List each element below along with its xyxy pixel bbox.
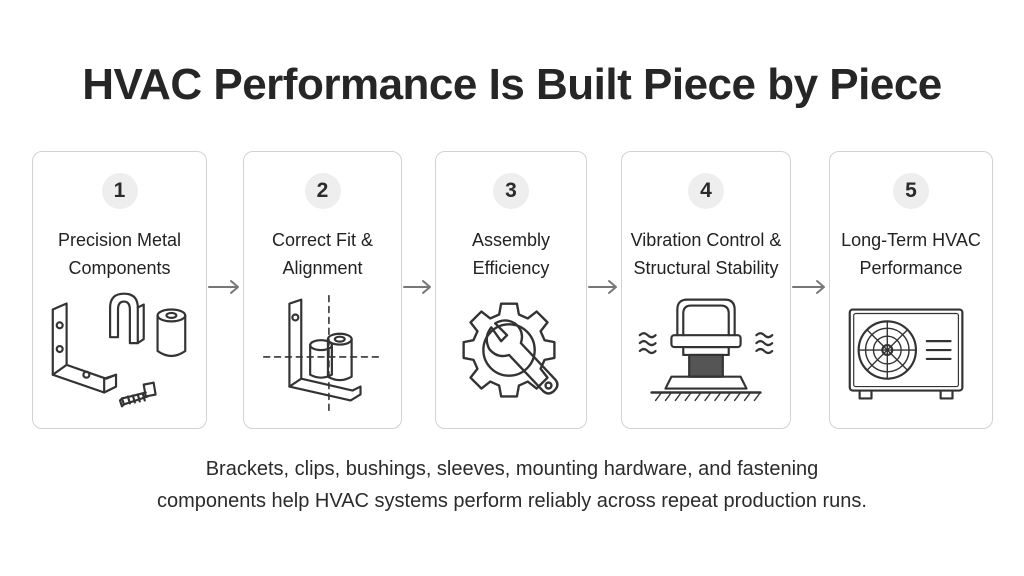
metal-parts-icon <box>51 292 187 408</box>
alignment-icon <box>262 294 384 412</box>
step-card-2: 2 Correct Fit & Alignment <box>243 151 402 429</box>
step-number-badge: 5 <box>893 173 929 209</box>
step-card-3: 3 Assembly Efficiency <box>435 151 587 429</box>
step-label-line-1: Vibration Control & <box>630 230 782 250</box>
arrow-right-icon <box>588 280 617 294</box>
step-label-line-2: Alignment <box>282 258 363 278</box>
step-label-line-2: Efficiency <box>472 258 550 278</box>
caption-line-2: components help HVAC systems perform rel… <box>157 490 867 512</box>
arrow-right-icon <box>208 280 239 294</box>
step-label: Assembly Efficiency <box>436 226 586 282</box>
step-number-badge: 1 <box>101 173 138 209</box>
step-card-1: 1 Precision Metal Components <box>32 151 207 429</box>
step-card-5: 5 Long-Term HVAC Performance <box>829 151 993 429</box>
hvac-unit-icon <box>848 308 964 400</box>
step-label: Long-Term HVAC Performance <box>830 226 992 282</box>
step-label: Precision Metal Components <box>33 226 206 282</box>
step-label: Correct Fit & Alignment <box>244 226 401 282</box>
step-number-badge: 3 <box>493 173 529 209</box>
step-label-line-1: Assembly <box>471 230 551 250</box>
step-label: Vibration Control & Structural Stability <box>622 226 790 282</box>
step-label-line-2: Structural Stability <box>633 258 779 278</box>
page-title: HVAC Performance Is Built Piece by Piece <box>82 60 942 109</box>
gear-wrench-icon <box>462 302 559 398</box>
step-card-4: 4 Vibration Control & Structural Stabili… <box>621 151 791 429</box>
step-label-line-1: Long-Term HVAC <box>841 230 981 250</box>
step-number-badge: 4 <box>688 173 724 209</box>
step-label-line-1: Precision Metal <box>57 230 182 250</box>
step-label-line-2: Performance <box>859 258 963 278</box>
step-label-line-2: Components <box>68 258 171 278</box>
step-number-badge: 2 <box>304 173 341 209</box>
caption-line-1: Brackets, clips, bushings, sleeves, moun… <box>205 458 819 480</box>
arrow-right-icon <box>792 280 825 294</box>
arrow-right-icon <box>403 280 431 294</box>
step-label-line-1: Correct Fit & <box>271 230 373 250</box>
vibration-mount-icon <box>638 298 774 402</box>
